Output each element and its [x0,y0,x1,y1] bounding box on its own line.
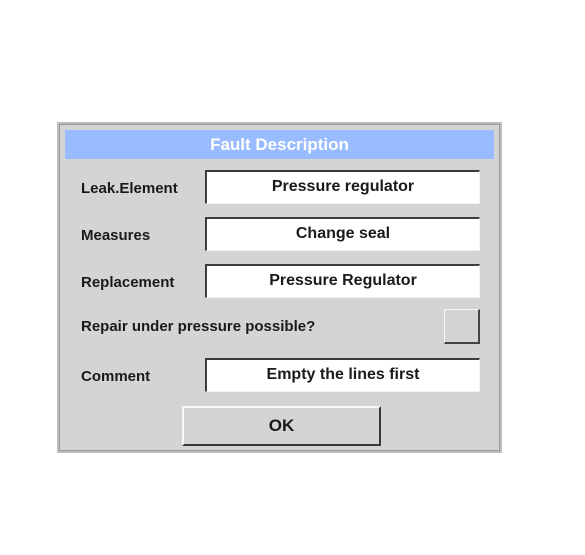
leak-element-label: Leak.Element [81,180,178,197]
fault-description-dialog: Fault Description Leak.Element Pressure … [57,122,502,453]
repair-under-pressure-label: Repair under pressure possible? [81,318,316,335]
replacement-label: Replacement [81,274,175,291]
comment-label: Comment [81,368,151,385]
measures-field[interactable]: Change seal [205,217,480,251]
measures-label: Measures [81,227,151,244]
comment-field[interactable]: Empty the lines first [205,358,480,392]
ok-button[interactable]: OK [182,406,381,446]
leak-element-field[interactable]: Pressure regulator [205,170,480,204]
dialog-title: Fault Description [65,130,494,159]
replacement-field[interactable]: Pressure Regulator [205,264,480,298]
repair-under-pressure-checkbox[interactable] [444,309,480,344]
